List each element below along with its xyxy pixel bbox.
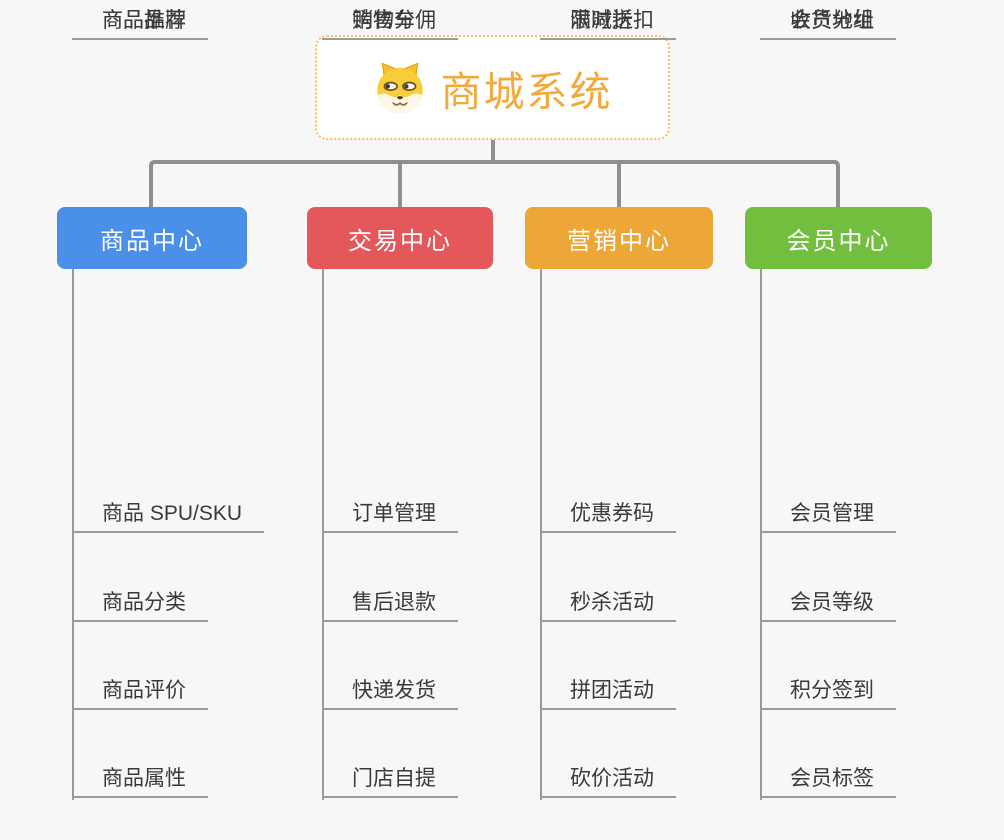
- leaf-node[interactable]: 秒杀活动: [540, 582, 676, 622]
- branch-label: 营销中心: [567, 227, 671, 255]
- branch-trunk-line: [322, 269, 324, 800]
- branch-node-marketing-center[interactable]: 营销中心: [525, 207, 713, 269]
- leaf-node[interactable]: 快递发货: [322, 670, 458, 710]
- leaf-node[interactable]: 拼团活动: [540, 670, 676, 710]
- branch-marketing-center: 营销中心 优惠券码 秒杀活动 拼团活动 砍价活动 限时折扣 满减送: [525, 0, 725, 840]
- branch-trunk-line: [540, 269, 542, 800]
- branch-label: 商品中心: [100, 227, 204, 255]
- leaf-node[interactable]: 商品属性: [72, 758, 208, 798]
- leaf-node[interactable]: 积分签到: [760, 670, 896, 710]
- leaf-node[interactable]: 会员等级: [760, 582, 896, 622]
- branch-node-member-center[interactable]: 会员中心: [745, 207, 932, 269]
- leaf-node[interactable]: 门店自提: [322, 758, 458, 798]
- branch-label: 会员中心: [786, 227, 891, 255]
- leaf-node[interactable]: 收货地址: [760, 0, 896, 40]
- leaf-node[interactable]: 满减送: [540, 0, 655, 40]
- leaf-node[interactable]: 砍价活动: [540, 758, 676, 798]
- leaf-node[interactable]: 售后退款: [322, 582, 458, 622]
- branch-product-center: 商品中心 商品 SPU/SKU 商品分类 商品评价 商品属性 商品推荐 商品品牌: [57, 0, 287, 840]
- dog-icon: [376, 62, 423, 113]
- root-node[interactable]: 商城系统: [315, 35, 670, 140]
- leaf-node[interactable]: 商品评价: [72, 670, 208, 710]
- leaf-node[interactable]: 商品分类: [72, 582, 208, 622]
- leaf-node[interactable]: 商品 SPU/SKU: [72, 493, 265, 533]
- leaf-node[interactable]: 优惠券码: [540, 493, 676, 533]
- branch-trunk-line: [760, 269, 762, 800]
- branch-node-product-center[interactable]: 商品中心: [57, 207, 247, 269]
- branch-label: 交易中心: [348, 227, 452, 255]
- branch-trade-center: 交易中心 订单管理 售后退款 快递发货 门店自提 购物车 销售分佣: [307, 0, 507, 840]
- leaf-node[interactable]: 商品品牌: [72, 0, 208, 40]
- leaf-node[interactable]: 销售分佣: [322, 0, 458, 40]
- leaf-node[interactable]: 订单管理: [322, 493, 458, 533]
- leaf-node[interactable]: 会员管理: [760, 493, 896, 533]
- leaf-node[interactable]: 会员标签: [760, 758, 896, 798]
- root-title: 商城系统: [440, 68, 613, 115]
- branch-trunk-line: [72, 269, 74, 800]
- branch-node-trade-center[interactable]: 交易中心: [307, 207, 493, 269]
- branch-member-center: 会员中心 会员管理 会员等级 积分签到 会员标签 会员分组 收货地址: [745, 0, 945, 840]
